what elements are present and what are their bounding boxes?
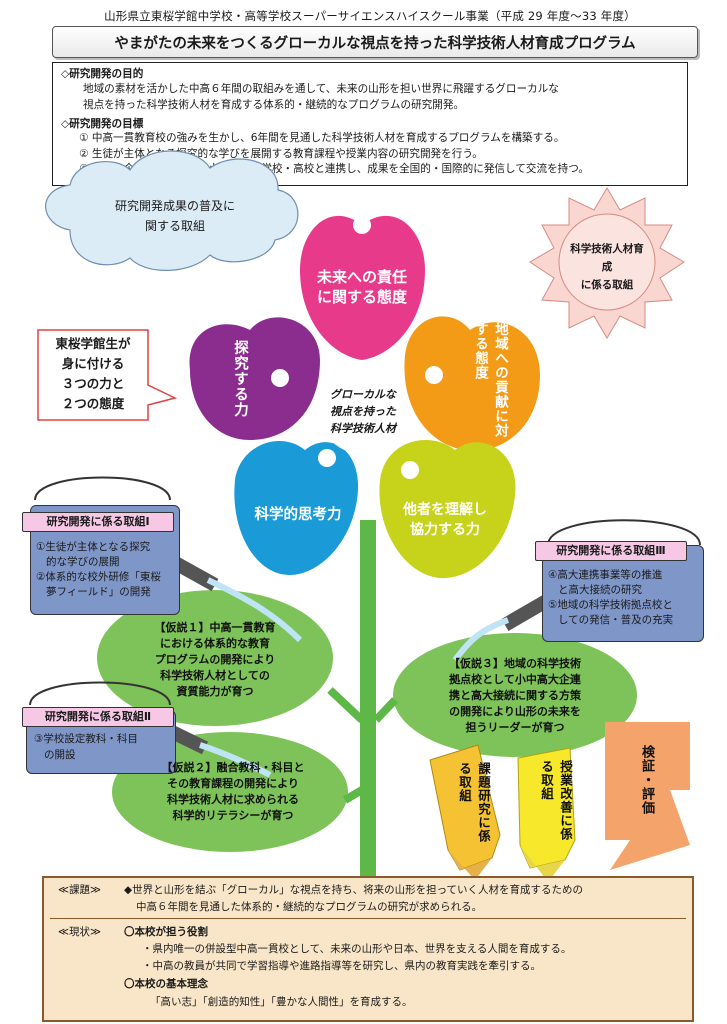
- bucket-3-shape: [452, 519, 701, 662]
- callout-line-4: ２つの態度: [61, 396, 125, 411]
- leaf-2-line: 科学的リテラシーが育つ: [172, 809, 294, 822]
- role-heading: 〇本校が担う役割: [124, 926, 208, 938]
- petal-top-line-1: 未来への責任: [316, 268, 407, 286]
- leaf-2-line: その教育課程の開発により: [167, 777, 299, 790]
- bucket-1-tag: 研究開発に係る取組Ⅰ: [22, 512, 174, 532]
- petal-bottom-left-shape: [234, 441, 359, 575]
- leaf-2-line: 科学技術人材に求められる: [167, 793, 299, 806]
- bucket-2-text: ③学校設定教科・科目 の開設: [34, 731, 170, 763]
- philosophy-text: 「高い志」「創造的知性」「豊かな人間性」を育成する。: [150, 996, 413, 1008]
- bottom-box: ≪課題≫ ◆世界と山形を結ぶ「グローカル」な視点を持ち、将来の山形を担っていく人…: [42, 876, 694, 1022]
- bucket-2-line: ③学校設定教科・科目: [34, 733, 138, 745]
- leaf-3-shape: [393, 633, 637, 757]
- cloud-line-1: 研究開発成果の普及に: [114, 199, 235, 213]
- cloud-label: 研究開発成果の普及に 関する取組: [85, 196, 265, 236]
- issue-line-2: 中高６年間を見通した体系的・継続的なプログラムの研究が求められる。: [136, 901, 483, 913]
- leaf-stem-2: [342, 786, 365, 804]
- bucket-1-line: 夢フィールド」の開発: [46, 586, 151, 598]
- bucket-1-text: ①生徒が主体となる探究 的な学びの展開 ②体系的な校外研修「東桜 夢フィールド」…: [36, 540, 176, 600]
- leaf-3-text: 【仮説３】地域の科学技術 拠点校として小中高大企連 携と高大接続に関する方策 の…: [410, 656, 620, 736]
- flower-center-line-1: グローカルな: [330, 388, 396, 401]
- leaf-1-line: 資質能力が育つ: [176, 685, 254, 698]
- callout-shape: [37, 329, 178, 421]
- petal-top-label: 未来への責任 に関する態度: [302, 267, 422, 307]
- sun-label: 科学技術人材育成 に係る取組: [567, 240, 647, 294]
- leaf-stem-3: [373, 697, 398, 723]
- purpose-heading: ◇研究開発の目的: [61, 68, 144, 80]
- pencil-1-shape: [429, 744, 501, 880]
- flower-center-shape: [320, 370, 404, 454]
- issue-line-1: ◆世界と山形を結ぶ「グローカル」な視点を持ち、将来の山形を担っていく人材を育成す…: [124, 884, 584, 896]
- callout-line-3: ３つの力と: [61, 376, 125, 391]
- bucket-1-line: ②体系的な校外研修「東桜: [36, 571, 161, 583]
- petal-left-shape: [189, 317, 320, 440]
- leaf-1-line: 【仮説１】中高一貫教育: [154, 621, 276, 634]
- role-line-2: ・中高の教員が共同で学習指導や進路指導等を研究し、県内の教育実践を牽引する。: [142, 960, 541, 972]
- issue-label: ≪課題≫: [58, 884, 101, 896]
- purpose-text-2: 視点を持った科学技術人材を育成する体系的・継続的なプログラムの研究開発。: [83, 99, 465, 111]
- petal-right-label: 地域への貢献に対する態度: [472, 322, 508, 438]
- page-title: やまがたの未来をつくるグローカルな視点を持った科学技術人材育成プログラム: [52, 26, 698, 58]
- petal-bottom-left-label: 科学的思考力: [254, 507, 342, 523]
- evaluation-arrow-shape: [605, 722, 690, 870]
- status-label: ≪現状≫: [58, 926, 101, 938]
- evaluation-label: 検証・評価: [639, 745, 654, 815]
- goal-item: ① 中高一貫教育校の強みを生かし、6年間を見通した科学技術人材を育成するプログラ…: [79, 132, 565, 144]
- leaf-2-line: 【仮説２】融合教科・科目と: [161, 761, 305, 774]
- sun-line-1: 科学技術人材育成: [570, 243, 644, 273]
- leaf-3-line: 携と高大接続に関する方策: [449, 689, 581, 702]
- bucket-3-line: しての発信・普及の充実: [558, 614, 674, 626]
- callout-line-1: 東桜学館生が: [55, 336, 131, 351]
- pencil-2-shape: [517, 747, 576, 882]
- bucket-2-tag: 研究開発に係る取組Ⅱ: [22, 707, 174, 727]
- bucket-2-line: の開設: [44, 749, 76, 761]
- philosophy-heading: 〇本校の基本理念: [124, 978, 208, 990]
- cloud-line-2: 関する取組: [144, 219, 205, 233]
- cloud-shape: [45, 150, 299, 271]
- petal-top-shape: [300, 215, 425, 360]
- bucket-3-text: ④高大連携事業等の推進 と高大接続の研究 ⑤地域の科学技術拠点校と しての発信・…: [548, 568, 704, 628]
- bucket-3-tag: 研究開発に係る取組Ⅲ: [535, 541, 687, 561]
- callout-label: 東桜学館生が 身に付ける ３つの力と ２つの態度: [40, 334, 146, 414]
- sun-shape: [529, 187, 685, 339]
- flower-center-label: グローカルな 視点を持った 科学技術人材: [318, 386, 408, 437]
- leaf-1-line: 科学技術人材としての: [160, 669, 270, 682]
- leaf-3-line: 【仮説３】地域の科学技術: [449, 657, 581, 670]
- bucket-1-line: ①生徒が主体となる探究: [36, 541, 151, 553]
- flower-center-line-2: 視点を持った: [330, 405, 396, 418]
- leaf-1-line: プログラムの開発により: [154, 653, 276, 666]
- leaf-1-shape: [97, 590, 333, 726]
- bucket-3: [542, 545, 704, 642]
- leaf-3-line: の開発により山形の未来を: [449, 705, 581, 718]
- bucket-3-line: ④高大連携事業等の推進: [548, 569, 663, 581]
- purpose-text-1: 地域の素材を活かした中高６年間の取組みを通して、未来の山形を担い世界に飛躍するグ…: [83, 83, 559, 95]
- callout-line-2: 身に付ける: [61, 356, 125, 371]
- sun-line-2: に係る取組: [580, 279, 634, 291]
- leaf-2-text: 【仮説２】融合教科・科目と その教育課程の開発により 科学技術人材に求められる …: [128, 760, 338, 824]
- leaf-stem-1: [327, 687, 365, 723]
- petal-bottom-right-label: 他者を理解し 協力する力: [385, 500, 505, 540]
- pencil-2-label: 授業改善に係る取組: [539, 760, 573, 841]
- leaf-3-line: 拠点校として小中高大企連: [449, 673, 581, 686]
- bucket-1-line: 的な学びの展開: [46, 556, 120, 568]
- pencil-1-label: 課題研究に係る取組: [457, 762, 491, 843]
- leaf-1-line: における体系的な教育: [160, 637, 270, 650]
- flower-center-line-3: 科学技術人材: [330, 422, 396, 435]
- top-line: 山形県立東桜学館中学校・高等学校スーパーサイエンスハイスクール事業（平成 29 …: [104, 9, 636, 23]
- petal-left-label: 探究する力: [232, 340, 248, 418]
- petal-top-line-2: に関する態度: [316, 288, 407, 306]
- role-line-1: ・県内唯一の併設型中高一貫校として、未来の山形や日本、世界を支える人間を育成する…: [142, 943, 572, 955]
- leaf-1-text: 【仮説１】中高一貫教育 における体系的な教育 プログラムの開発により 科学技術人…: [115, 620, 315, 700]
- petal-bottom-right-line-1: 他者を理解し: [403, 502, 487, 518]
- petal-right-shape: [404, 316, 540, 451]
- goals-heading: ◇研究開発の目標: [61, 118, 144, 130]
- petal-bottom-right-line-2: 協力する力: [410, 522, 480, 538]
- petal-holes: [271, 216, 443, 479]
- bucket-3-line: と高大接続の研究: [558, 584, 642, 596]
- bucket-3-line: ⑤地域の科学技術拠点校と: [548, 599, 673, 611]
- flower-stem: [360, 520, 376, 880]
- leaf-3-line: 担うリーダーが育つ: [465, 721, 565, 734]
- bottom-divider: [50, 918, 686, 919]
